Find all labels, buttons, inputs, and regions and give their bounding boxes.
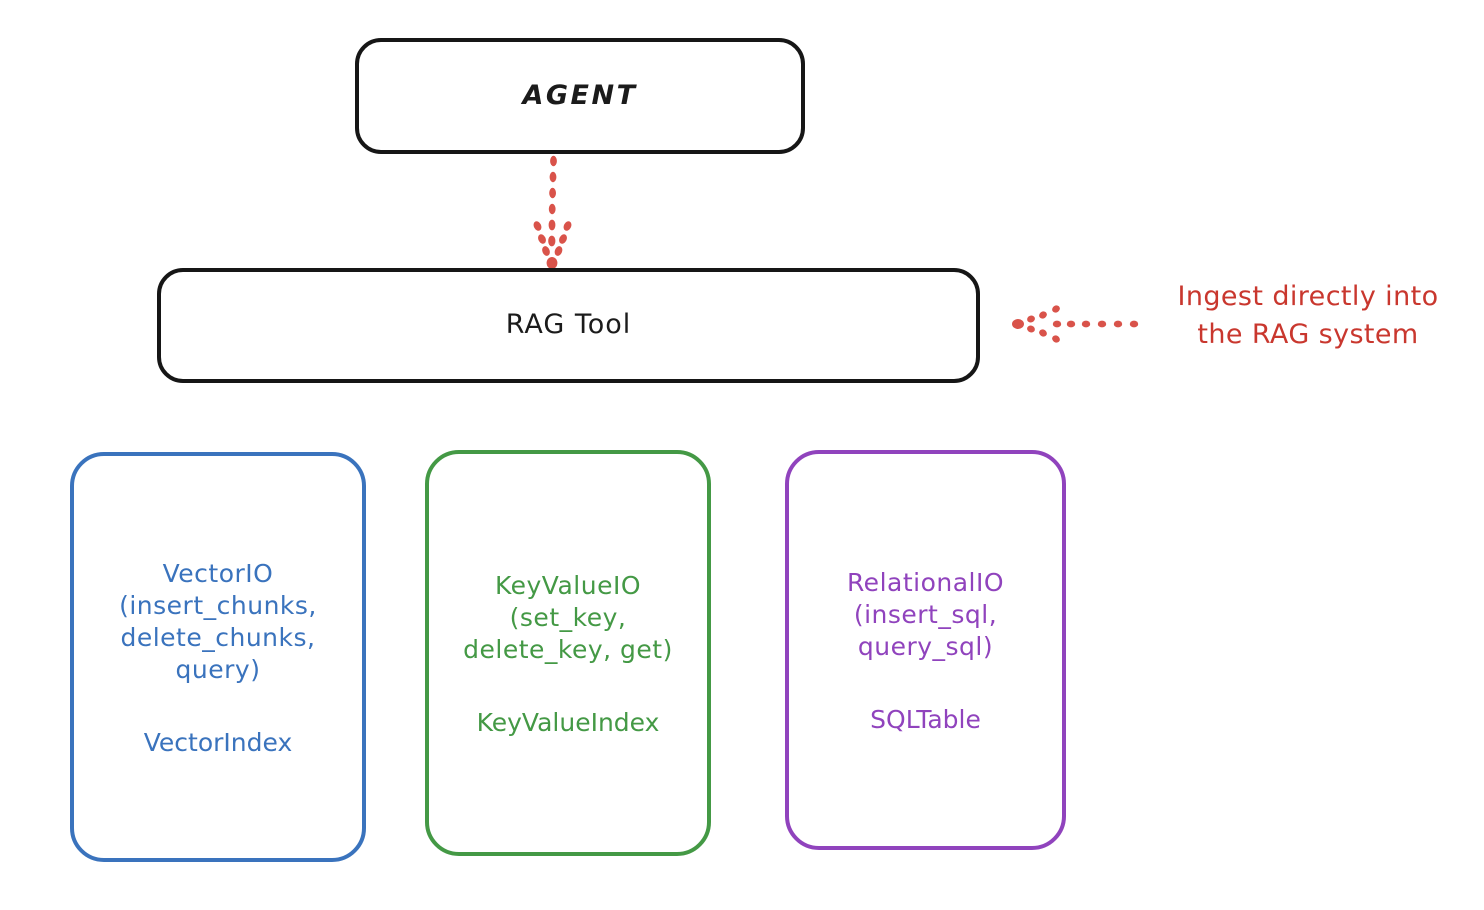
ingest-pointer-arrow — [1012, 305, 1139, 343]
relational-io-node[interactable]: RelationalIO (insert_sql, query_sql) SQL… — [785, 450, 1066, 850]
relational-io-node-sublabel: SQLTable — [870, 704, 981, 734]
agent-node-label: AGENT — [522, 79, 638, 111]
key-value-io-node[interactable]: KeyValueIO (set_key, delete_key, get) Ke… — [425, 450, 711, 856]
rag-tool-node-label: RAG Tool — [505, 309, 632, 341]
agent-node[interactable]: AGENT — [355, 38, 805, 154]
vector-io-node-label: VectorIO (insert_chunks, delete_chunks, … — [119, 558, 317, 684]
rag-tool-node[interactable]: RAG Tool — [157, 268, 980, 383]
key-value-io-node-label: KeyValueIO (set_key, delete_key, get) — [463, 570, 673, 664]
vector-io-node[interactable]: VectorIO (insert_chunks, delete_chunks, … — [70, 452, 366, 862]
key-value-io-node-sublabel: KeyValueIndex — [476, 707, 660, 737]
agent-to-rag-tool-arrow — [533, 155, 572, 269]
relational-io-node-label: RelationalIO (insert_sql, query_sql) — [846, 567, 1005, 661]
vector-io-node-sublabel: VectorIndex — [143, 727, 293, 757]
ingest-annotation-text: Ingest directly into the RAG system — [1177, 281, 1439, 351]
